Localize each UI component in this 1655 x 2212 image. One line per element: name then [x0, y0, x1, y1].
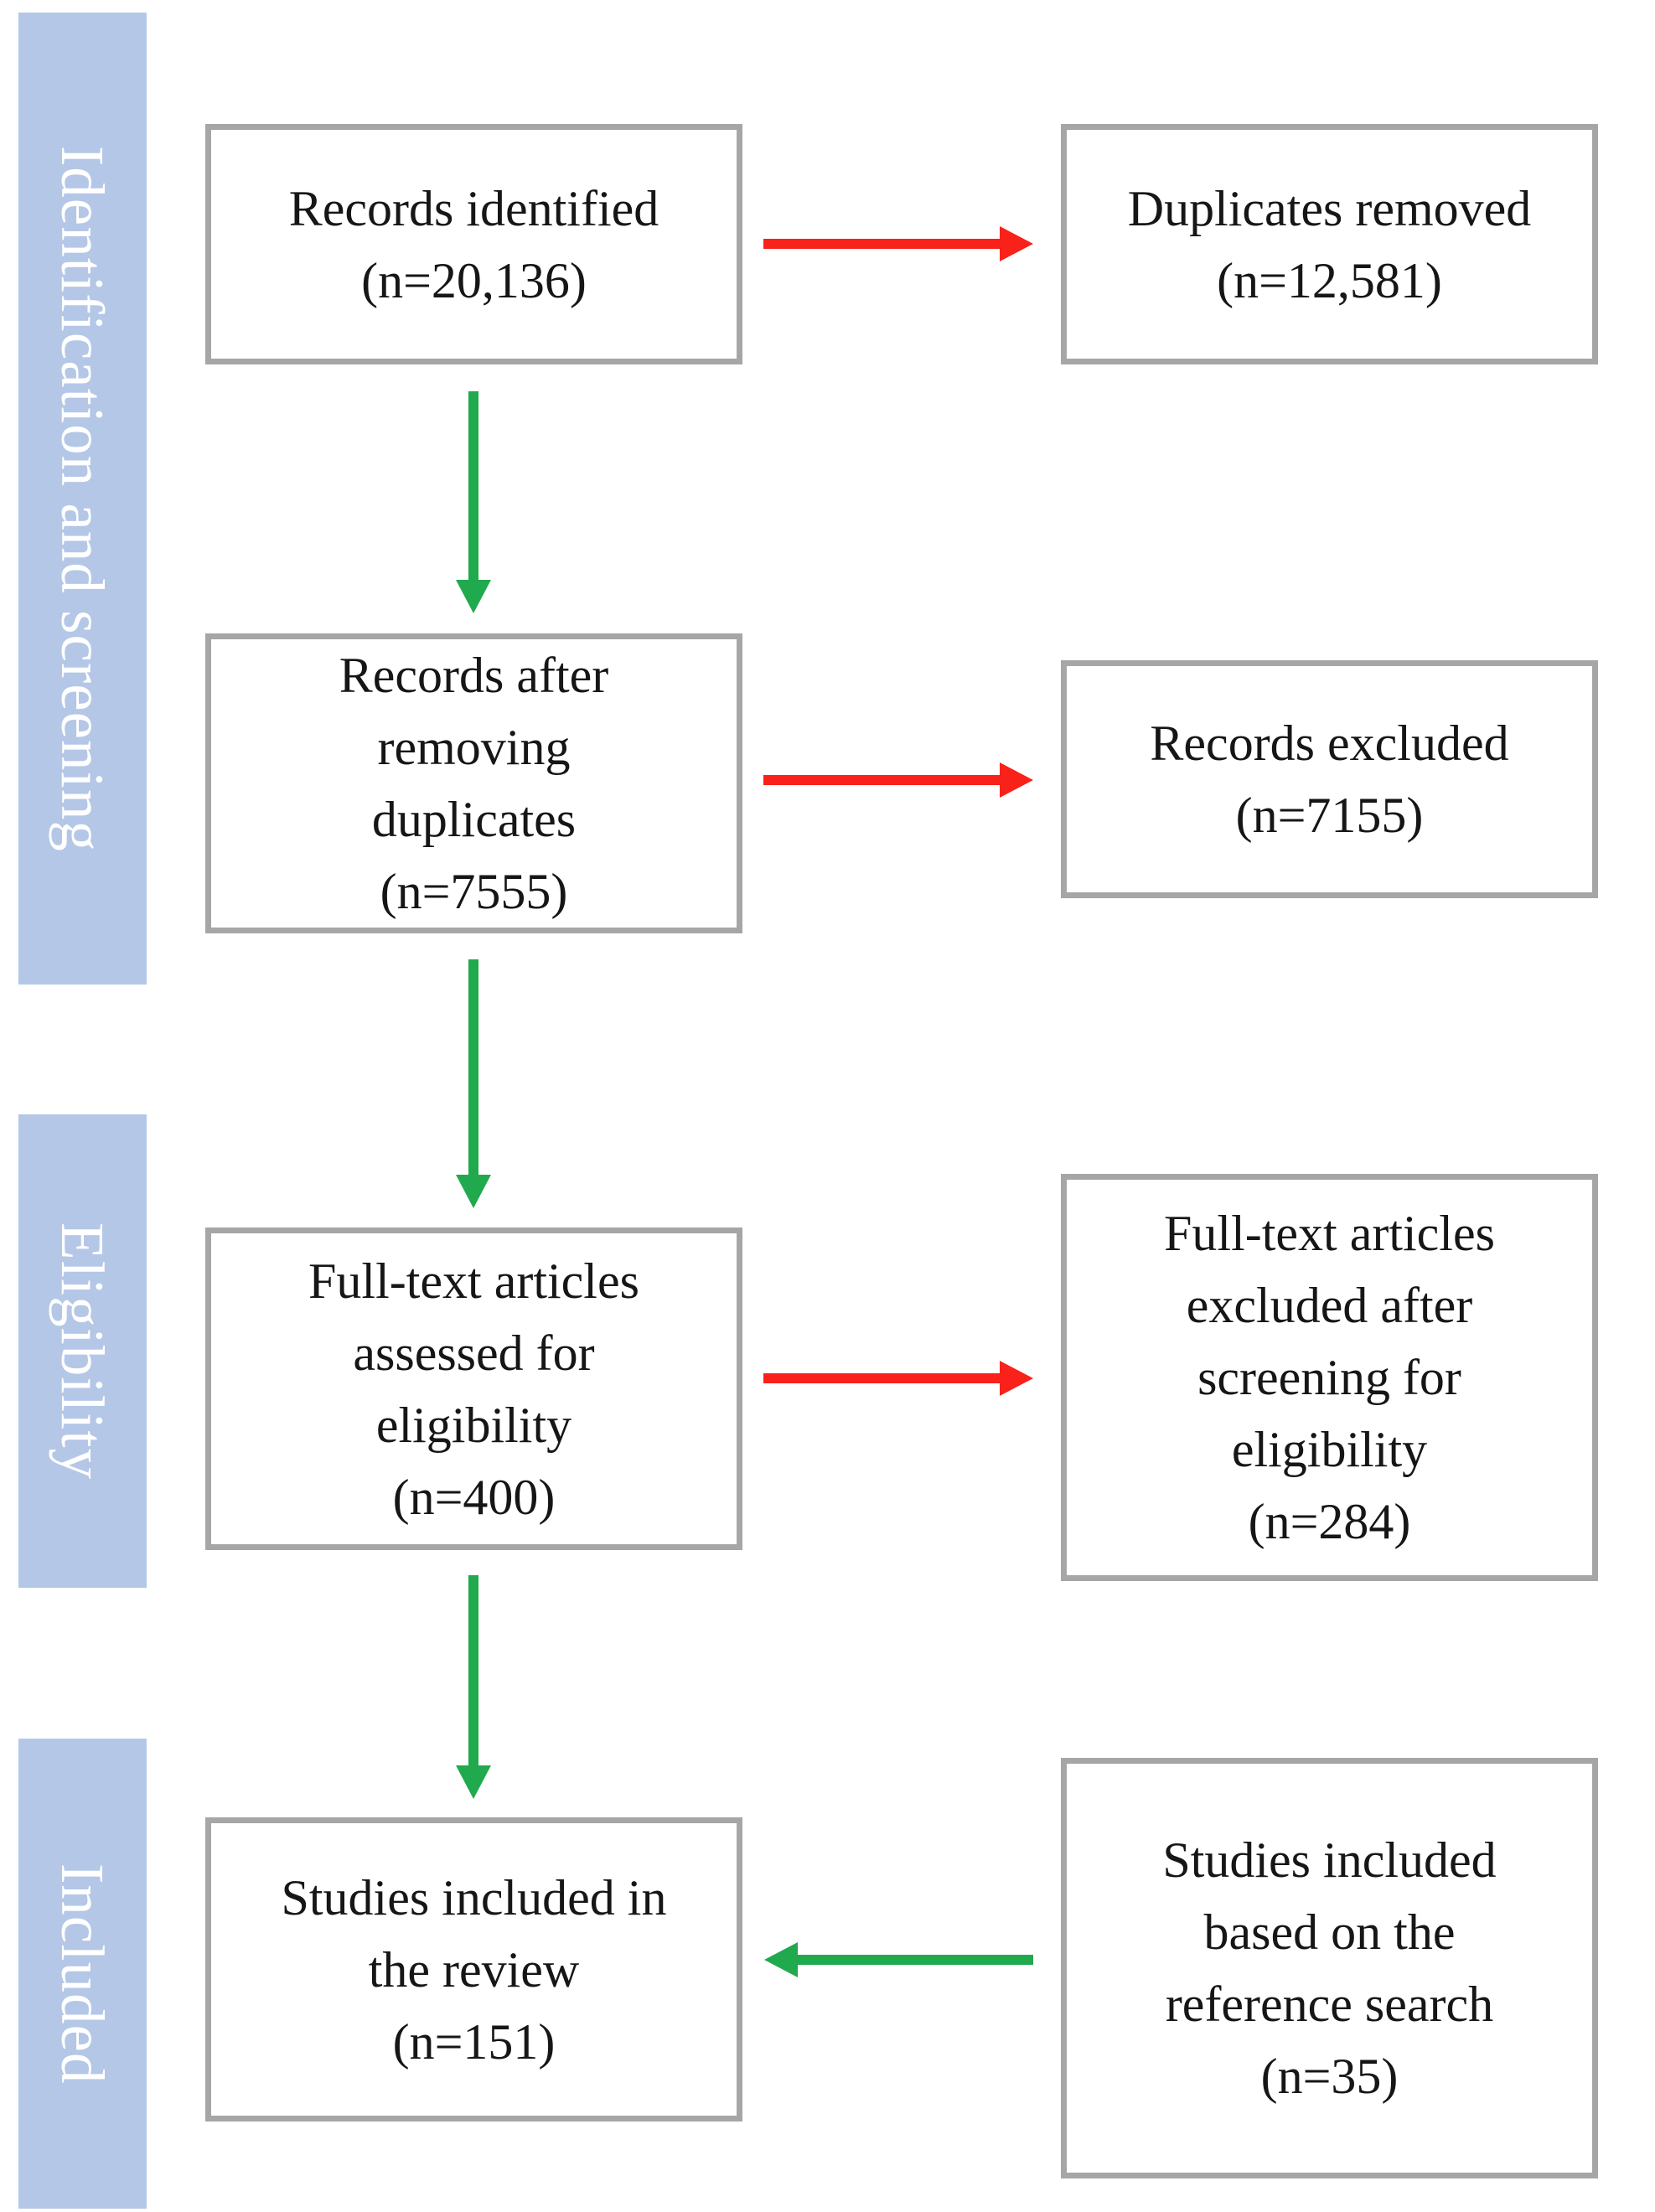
box-line: eligibility	[375, 1397, 572, 1453]
box-line: reference search	[1165, 1977, 1494, 2032]
box-line: Records excluded	[1150, 716, 1509, 771]
phase-band-identification-screening: Identification and screening	[18, 13, 147, 985]
arrow-head-down-icon	[456, 1765, 491, 1799]
arrow-shaft	[798, 1955, 1033, 1965]
box-line: (n=35)	[1260, 2049, 1399, 2104]
phase-band-label: Eligibility	[49, 1222, 116, 1481]
phase-band-label: Identification and screening	[49, 145, 116, 852]
box-records-after-duplicates: Records after removing duplicates (n=755…	[205, 633, 742, 933]
box-line: (n=151)	[392, 2013, 556, 2070]
phase-band-eligibility: Eligibility	[18, 1114, 147, 1588]
box-fulltext-excluded: Full-text articles excluded after screen…	[1061, 1174, 1598, 1581]
box-line: eligibility	[1231, 1422, 1428, 1477]
arrow-head-right-icon	[1000, 1361, 1033, 1396]
box-line: (n=400)	[392, 1469, 556, 1525]
box-duplicates-removed: Duplicates removed (n=12,581)	[1061, 124, 1598, 364]
box-line: Records identified	[288, 180, 659, 236]
box-records-excluded: Records excluded (n=7155)	[1061, 660, 1598, 898]
box-line: (n=284)	[1248, 1494, 1411, 1549]
box-line: excluded after	[1186, 1278, 1473, 1333]
box-line: Full-text articles	[1164, 1206, 1495, 1261]
phase-band-included: Included	[18, 1739, 147, 2209]
box-line: duplicates	[371, 792, 577, 847]
box-line: Duplicates removed	[1127, 180, 1532, 236]
box-line: removing	[377, 720, 571, 775]
box-studies-included-reference: Studies included based on the reference …	[1061, 1758, 1598, 2178]
box-studies-included-review: Studies included in the review (n=151)	[205, 1817, 742, 2122]
box-line: Studies included	[1162, 1832, 1497, 1888]
arrow-shaft	[763, 775, 1000, 785]
box-line: (n=7555)	[380, 864, 568, 919]
box-line: (n=7155)	[1235, 788, 1424, 843]
arrow-head-left-icon	[764, 1942, 798, 1977]
arrow-head-right-icon	[1000, 226, 1033, 261]
box-line: the review	[368, 1941, 580, 1998]
arrow-head-down-icon	[456, 1175, 491, 1208]
box-line: Full-text articles	[308, 1253, 639, 1309]
box-line: based on the	[1203, 1904, 1456, 1960]
arrow-head-right-icon	[1000, 762, 1033, 798]
box-line: (n=20,136)	[361, 252, 587, 308]
arrow-shaft	[763, 239, 1000, 249]
phase-band-label: Included	[49, 1863, 116, 2085]
box-line: assessed for	[353, 1325, 595, 1381]
arrow-shaft	[468, 959, 478, 1175]
arrow-shaft	[468, 391, 478, 580]
box-fulltext-assessed: Full-text articles assessed for eligibil…	[205, 1227, 742, 1550]
arrow-shaft	[763, 1373, 1000, 1383]
box-line: screening for	[1197, 1350, 1461, 1405]
box-line: (n=12,581)	[1217, 252, 1442, 308]
box-line: Studies included in	[281, 1869, 667, 1925]
arrow-head-down-icon	[456, 580, 491, 613]
box-line: Records after	[339, 648, 609, 703]
arrow-shaft	[468, 1575, 478, 1765]
box-records-identified: Records identified (n=20,136)	[205, 124, 742, 364]
